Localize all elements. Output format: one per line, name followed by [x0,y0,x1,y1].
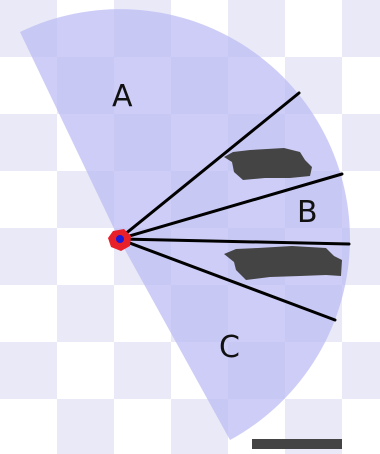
checker-tile [57,228,114,285]
checker-tile [0,342,57,399]
region-label-c: C [219,330,240,365]
robot-marker-icon [108,229,131,251]
checker-tile [342,399,380,454]
checker-tile [342,57,380,114]
checker-tile [342,114,380,171]
obstacle-middle [224,246,342,280]
obstacle-bottom [252,439,342,449]
checker-tile [342,342,380,399]
checker-tile [342,285,380,342]
ray-1 [117,91,301,241]
ray-3 [117,237,351,246]
checker-tile [0,114,57,171]
obstacle-upper [224,148,312,180]
robot-center [116,235,124,243]
region-label-b: B [297,195,318,230]
checker-tile [114,342,171,399]
checker-tile [114,399,171,454]
region-label-a: A [112,79,133,114]
ray-4 [117,237,337,322]
rays [117,91,351,322]
checker-tile [0,228,57,285]
checker-tile [57,342,114,399]
checker-tile [0,171,57,228]
checker-tile [0,399,57,454]
checker-tile [285,0,342,57]
ray-2 [117,172,344,241]
checker-tile [0,285,57,342]
checker-tile [342,0,380,57]
obstacles [224,148,342,449]
checker-tile [57,399,114,454]
checker-tile [57,285,114,342]
